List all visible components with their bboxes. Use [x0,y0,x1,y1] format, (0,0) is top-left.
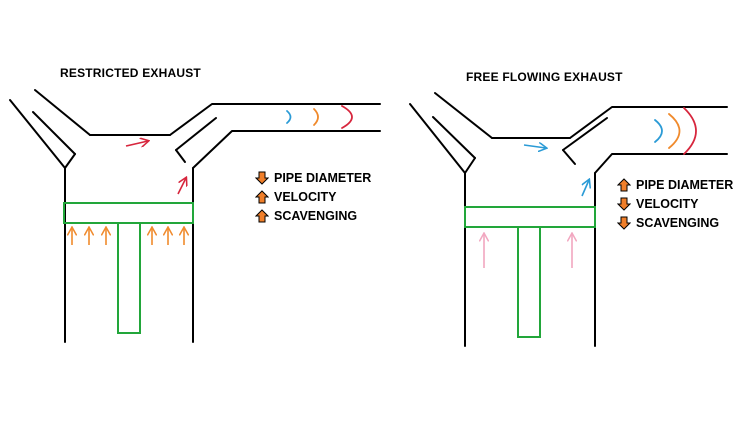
piston-rod [517,226,541,338]
legend-label: PIPE DIAMETER [274,170,372,185]
arrow-up-icon [255,208,269,222]
intake-port-inner-lower [32,111,76,155]
intake-valve-line [64,153,76,169]
wave-orange [668,113,681,149]
legend-row: VELOCITY [617,194,733,213]
wave-red [683,107,697,155]
intake-port-outer [9,99,66,169]
legend-label: SCAVENGING [636,215,720,230]
restricted-pressure-waves [286,105,353,129]
piston-rod [117,222,141,334]
exhaust-port-inner [175,117,217,151]
restricted-engine [9,89,381,343]
legend-label: SCAVENGING [274,208,358,223]
arrow-down-icon [255,171,269,185]
piston-head [63,202,194,224]
arrow-down-icon [617,197,631,211]
exhaust-valve-line [175,149,186,163]
legend-row: SCAVENGING [255,206,371,225]
arrow-up-icon [617,177,631,191]
legend-row: SCAVENGING [617,213,733,232]
free-pressure-waves [654,107,697,155]
restricted-title: RESTRICTED EXHAUST [60,66,201,80]
free-engine [409,92,728,347]
flow-arrow [125,141,148,146]
restricted-flow-arrows [125,141,186,195]
exhaust-valve-line [562,149,576,165]
intake-port-inner-lower [432,116,476,159]
flow-arrow [523,145,546,148]
free-pressure-arrows [484,234,572,268]
flow-arrow [177,178,186,195]
free-flow-arrows [523,145,589,197]
free-title: FREE FLOWING EXHAUST [466,70,623,84]
exhaust-port-inner [562,117,608,151]
legend-label: VELOCITY [636,196,699,211]
restricted-piston [63,202,194,334]
wave-blue [654,119,663,143]
legend-row: VELOCITY [255,187,371,206]
intake-valve-line [464,157,476,174]
arrow-down-icon [617,216,631,230]
exhaust-port-upper [569,106,728,139]
wave-blue [286,110,292,124]
legend-row: PIPE DIAMETER [255,168,371,187]
wave-red [341,105,353,129]
legend-label: VELOCITY [274,189,337,204]
restricted-pressure-arrows [72,228,184,245]
exhaust-port-upper [169,103,381,136]
free-piston [464,206,596,338]
legend-row: PIPE DIAMETER [617,175,733,194]
wave-orange [313,108,319,126]
intake-port-inner-upper [434,92,493,139]
legend-label: PIPE DIAMETER [636,177,734,192]
restricted-legend: PIPE DIAMETER VELOCITY SCAVENGING [255,168,371,225]
exhaust-port-lower [192,130,381,169]
piston-head [464,206,596,228]
intake-port-outer [409,103,466,174]
exhaust-port-lower [594,153,728,174]
flow-arrow [581,180,589,197]
arrow-up-icon [255,189,269,203]
free-legend: PIPE DIAMETER VELOCITY SCAVENGING [617,175,733,232]
intake-port-inner-upper [34,89,91,136]
